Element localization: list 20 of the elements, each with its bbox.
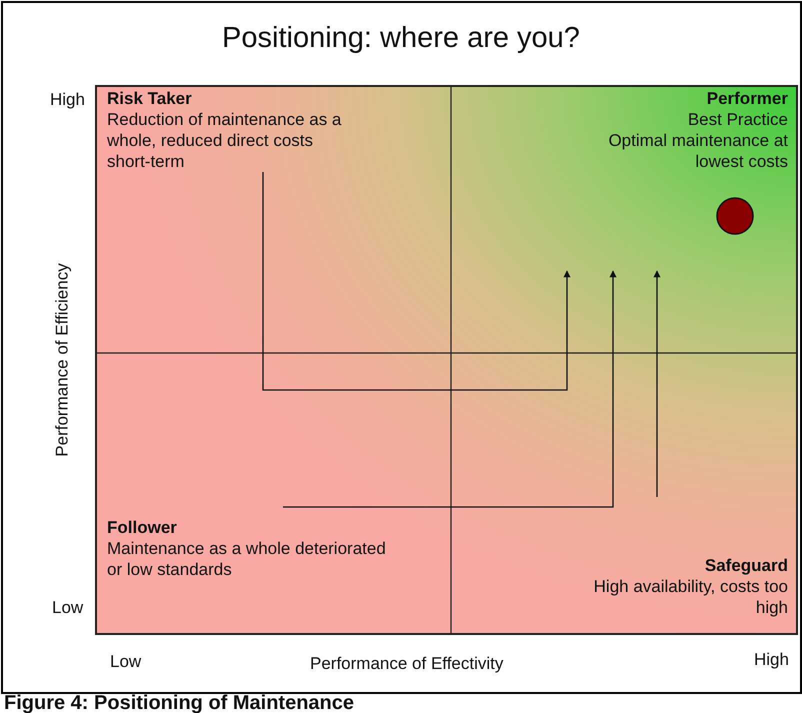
axis-title: Performance of Effectivity (310, 654, 504, 674)
axis-tick-label: High (50, 90, 85, 110)
quadrant-heading: Follower (107, 517, 178, 538)
axis-title: Performance of Efficiency (52, 263, 72, 457)
arrow (654, 270, 660, 497)
axis-tick-label: High (754, 650, 789, 670)
axis-tick-label: Low (110, 652, 142, 672)
axis-tick-label: Low (52, 598, 84, 618)
quadrant-description: Maintenance as a whole deteriorated or low standards (107, 538, 387, 580)
quadrant-heading: Safeguard (704, 555, 788, 576)
quadrant-heading: Performer (706, 88, 788, 109)
quadrant-description: Best Practice (686, 109, 788, 130)
quadrant-heading: Risk Taker (107, 88, 193, 109)
figure-caption: Figure 4: Positioning of Maintenance (4, 692, 354, 713)
arrow (283, 270, 616, 508)
title: Positioning: where are you? (221, 22, 581, 55)
arrow (262, 172, 570, 391)
quadrant-description: High availability, costs too high (592, 576, 788, 618)
quadrant-description: Reduction of maintenance as a whole, reduced direct costs short-term (107, 109, 342, 172)
quadrant-description: Optimal maintenance at lowest costs (607, 130, 788, 172)
